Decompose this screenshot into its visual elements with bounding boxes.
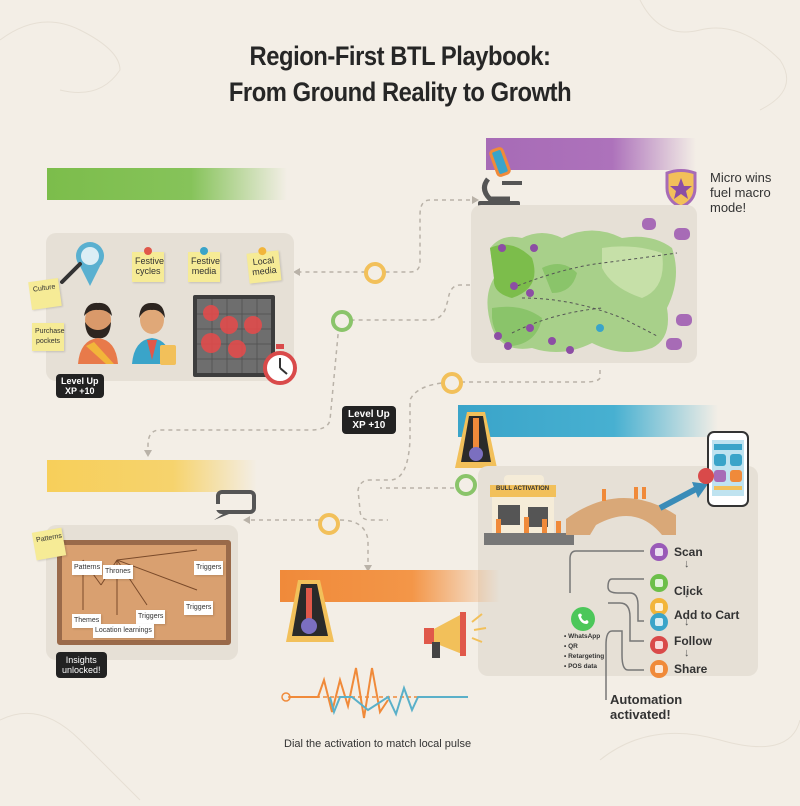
bullet-item: POS data — [564, 662, 604, 672]
sticky-note-culture: Culture — [28, 278, 62, 310]
smartphone-social-icon — [698, 431, 749, 507]
cart-icon — [650, 598, 668, 616]
whatsapp-icon — [571, 607, 595, 631]
down-arrow-icon: ↓ — [684, 647, 690, 659]
sticky-note-festive-media: Festive media — [188, 247, 221, 282]
step-label: Scan — [674, 545, 703, 559]
sticky-note-purchase-pockets: Purchase pockets — [32, 323, 65, 351]
pin-icon — [257, 246, 267, 256]
whatsapp-channel-list: WhatsApp QR Retargeting POS data — [564, 632, 604, 672]
milestone-ring — [318, 513, 340, 535]
purple-hex-marker — [642, 218, 656, 230]
microscope-icon — [478, 147, 522, 208]
step-label: Add to Cart — [674, 608, 740, 622]
funnel-step-follow: Follow — [650, 634, 712, 654]
sticky-text: Local media — [251, 254, 278, 278]
stage3-band — [458, 405, 718, 437]
sticky-note-festive-cycles: Festive cycles — [132, 247, 165, 282]
badge-line-1: Level Up — [348, 409, 390, 420]
funnel-step-click: Click — [650, 568, 703, 598]
milestone-ring — [455, 474, 477, 496]
board-note: Location learnings — [93, 624, 154, 638]
stopwatch-icon — [263, 344, 297, 385]
arrow-icon — [658, 482, 708, 511]
scan-icon — [650, 543, 668, 561]
person-bearded-icon — [78, 302, 118, 364]
down-arrow-icon: ↓ — [684, 558, 690, 570]
board-note: Thrones — [103, 565, 133, 579]
badge-line-1: Level Up — [61, 376, 99, 386]
stage4-band — [47, 460, 257, 492]
thermometer-icon — [286, 580, 334, 642]
level-up-badge: Level Up XP +10 — [56, 374, 104, 398]
board-note: Patterns — [72, 561, 103, 575]
speech-bubble-icon — [210, 490, 256, 520]
pulse-wave-icon — [281, 667, 468, 719]
down-arrow-icon: ↓ — [684, 616, 690, 628]
follow-icon — [650, 636, 668, 654]
pulse-caption: Dial the activation to match local pulse — [284, 738, 472, 750]
board-note: Triggers — [194, 561, 224, 575]
badge-line-2: XP +10 — [352, 420, 386, 431]
magnifier-location-icon — [60, 242, 104, 286]
region-map-icon — [487, 230, 678, 354]
insights-badge: Insights unlocked! — [56, 652, 107, 678]
sticky-note-patterns: Patterns — [31, 527, 67, 561]
purple-hex-marker — [666, 338, 682, 350]
sticky-text: Festive cycles — [135, 256, 165, 276]
milestone-ring — [364, 262, 386, 284]
automation-callout: Automation activated! — [610, 692, 683, 722]
heatmap-grid-icon — [193, 295, 275, 377]
purple-hex-marker — [674, 228, 690, 240]
badge-line-2: XP +10 — [64, 386, 95, 396]
thermometer-icon — [455, 412, 497, 468]
board-note: Triggers — [184, 601, 214, 615]
title-line-1: Region-First BTL Playbook: — [249, 41, 551, 71]
level-up-badge: Level Up XP +10 — [342, 406, 396, 434]
pin-icon — [144, 247, 152, 255]
purple-hex-marker — [676, 314, 692, 326]
sticky-note-local-media: Local media — [246, 246, 282, 284]
badge-line-1: Insights — [65, 655, 97, 665]
pin-icon — [200, 247, 208, 255]
step-label: Follow — [674, 634, 712, 648]
milestone-ring — [331, 310, 353, 332]
funnel-step-scan: Scan — [650, 543, 703, 561]
board-note: Triggers — [136, 610, 166, 624]
funnel-step-add-to-cart: Add to Cart — [650, 592, 739, 622]
shield-star-icon — [665, 169, 697, 209]
funnel-step-share: Share — [650, 660, 707, 678]
bullet-item: QR — [564, 642, 604, 652]
sticky-text: Purchase pockets — [35, 328, 65, 345]
funnel-connectors — [569, 550, 644, 700]
bullet-item: WhatsApp — [564, 632, 604, 642]
storefront-sign: BULL ACTIVATION — [496, 486, 550, 492]
click-icon — [650, 574, 668, 592]
share-icon — [650, 660, 668, 678]
micro-wins-callout: Micro wins fuel macro mode! — [710, 170, 772, 215]
document-icon — [160, 345, 176, 365]
badge-line-2: unlocked! — [62, 665, 101, 675]
bridge-icon — [566, 487, 676, 535]
step-label: Share — [674, 662, 708, 676]
stage2-band — [486, 138, 696, 170]
storefront-icon — [484, 475, 574, 545]
page-title: Region-First BTL Playbook: From Ground R… — [48, 38, 752, 110]
bullet-item: Retargeting — [564, 652, 604, 662]
sticky-text: Culture — [32, 283, 56, 294]
down-arrow-icon: ↓ — [684, 588, 690, 600]
stage1-band — [47, 168, 287, 200]
message-icon — [650, 613, 668, 631]
sticky-text: Festive media — [191, 256, 221, 276]
title-line-2: From Ground Reality to Growth — [228, 77, 572, 107]
milestone-ring — [441, 372, 463, 394]
funnel-step-extra — [650, 613, 668, 631]
step-label: Click — [674, 584, 703, 598]
megaphone-icon — [424, 612, 487, 658]
